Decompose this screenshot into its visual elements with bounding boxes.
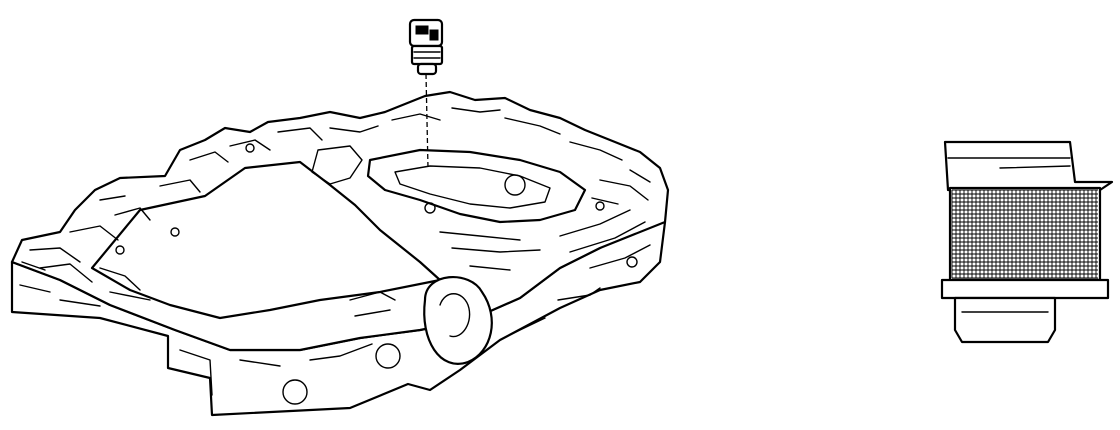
- solenoid-icon: [408, 18, 444, 169]
- strainer-mesh: [951, 189, 1098, 279]
- oil-strainer-filter-icon: [940, 140, 1114, 344]
- valve-body-plate-icon: [10, 90, 670, 417]
